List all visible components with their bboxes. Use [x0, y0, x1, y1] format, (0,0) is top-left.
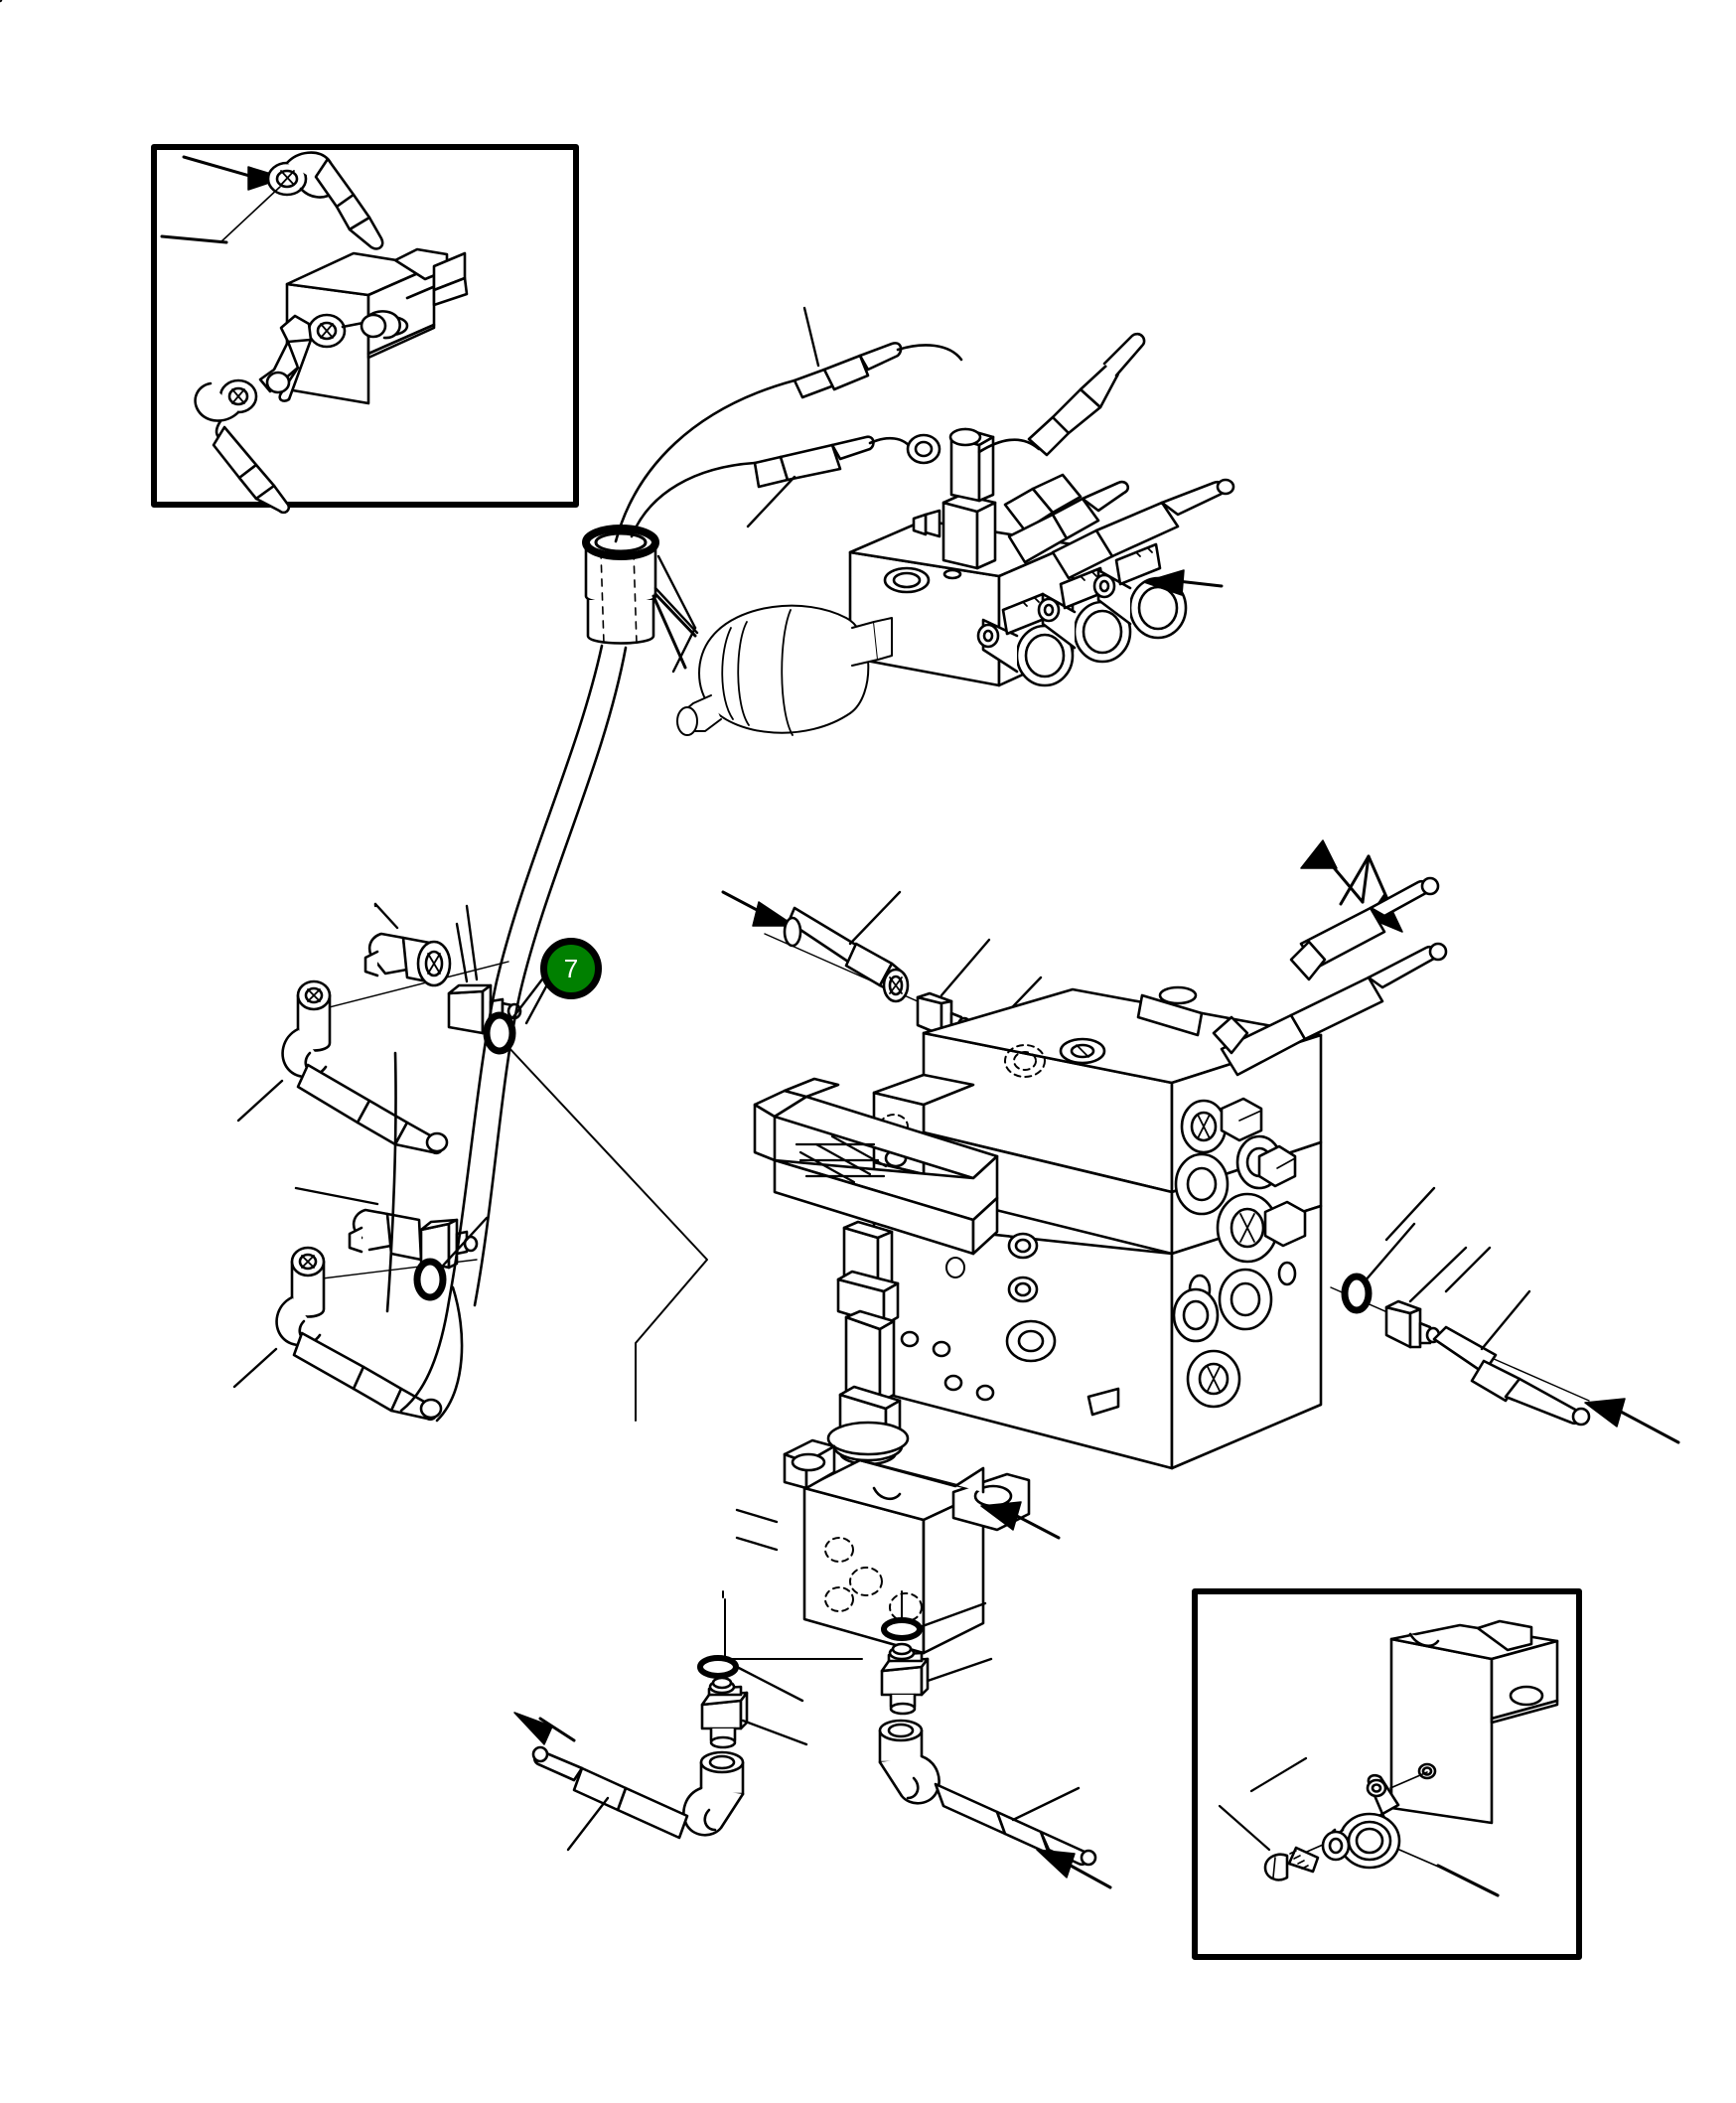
inset-arrow-2	[160, 234, 228, 244]
solenoid-valves	[976, 542, 1188, 687]
main-control-valve	[0, 0, 1680, 1470]
inset-upper-left	[151, 144, 579, 515]
callout-marker-7[interactable]: 7	[540, 938, 602, 999]
upper-hose-assembly	[614, 306, 963, 543]
main-hose-route	[385, 644, 628, 1413]
arrow-to-manifold	[1143, 569, 1224, 596]
center-vertical-union	[826, 1220, 910, 1466]
arrow-to-bracket	[980, 1501, 1061, 1540]
line-art-group	[0, 0, 1680, 1960]
inset-bracket	[285, 247, 469, 405]
arrow-to-valve-right	[1584, 1398, 1680, 1444]
arrow-bottom-right	[1036, 1849, 1112, 1889]
inset-hose-lower	[194, 378, 291, 515]
bottom-left-elbow-assembly	[513, 1590, 863, 1852]
left-lower-hose-assembly	[232, 1186, 489, 1423]
inset-elbow-upper	[266, 151, 384, 250]
arrow-bottom-left	[513, 1712, 576, 1745]
inset-adapter-center	[219, 186, 401, 402]
accumulator	[651, 592, 893, 736]
valve-mount-bracket	[753, 1077, 999, 1256]
manifold-top-fittings	[912, 332, 1235, 580]
arrow-to-upper-right-hose	[721, 890, 796, 927]
bottom-right-elbow-assembly	[878, 1590, 1112, 1889]
right-hose-assembly	[1330, 1222, 1591, 1427]
inset-lower-right	[1192, 1588, 1582, 1960]
mid-hose-assembly	[630, 433, 941, 538]
inset2-bolt-washer	[1263, 1830, 1351, 1881]
inset-arrow-1	[182, 155, 285, 191]
hydraulic-manifold	[848, 332, 1235, 687]
lower-bracket-block	[735, 1438, 1061, 1655]
